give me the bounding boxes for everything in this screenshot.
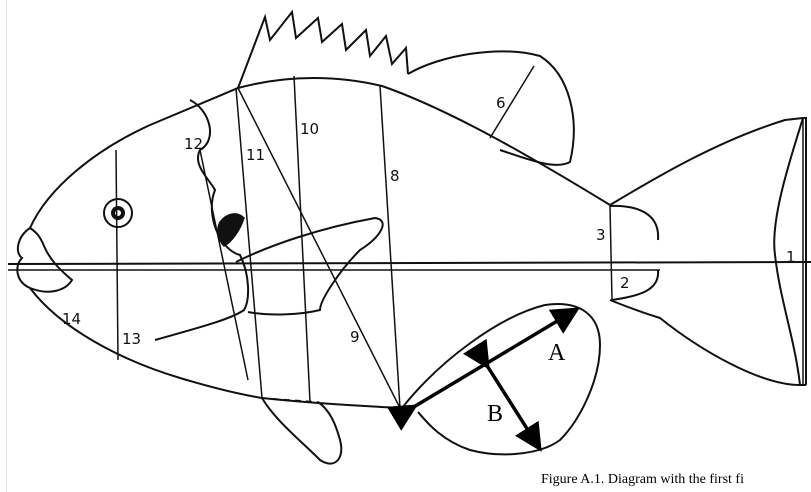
fish-belly-outline	[30, 288, 402, 408]
arrow-a-label: A	[548, 340, 566, 366]
measure-line-8	[380, 86, 400, 408]
measure-line-3	[610, 206, 612, 300]
measure-number: 2	[620, 274, 630, 292]
arrow-b-label: B	[487, 401, 503, 427]
spiny-dorsal-fin	[238, 12, 408, 88]
peduncle-curve-lower	[612, 270, 658, 300]
measure-line-11	[236, 88, 262, 398]
measure-number: 10	[300, 120, 319, 138]
soft-dorsal-fin	[408, 51, 574, 164]
mouth	[17, 228, 72, 292]
measure-line-13	[116, 150, 118, 360]
measure-number: 9	[350, 328, 360, 346]
measure-number: 12	[184, 135, 203, 153]
measure-number: 1	[786, 248, 796, 266]
peduncle-curve-upper	[610, 206, 658, 240]
measure-number: 6	[496, 94, 506, 112]
pectoral-fin	[236, 218, 383, 314]
figure-caption: Figure A.1. Diagram with the first fi	[541, 472, 811, 488]
measure-number: 11	[246, 146, 265, 164]
measure-line-12	[200, 150, 248, 380]
pelvic-fin	[262, 398, 341, 464]
measure-number: 3	[596, 226, 606, 244]
body-axis-upper	[8, 262, 811, 264]
opercular-flap	[218, 214, 244, 246]
measure-number: 8	[390, 167, 400, 185]
measure-number: 14	[62, 310, 81, 328]
measure-number: 13	[122, 330, 141, 348]
anal-fin	[402, 304, 600, 454]
fish-body-outline	[30, 78, 803, 228]
caudal-peduncle-lower	[610, 300, 806, 385]
